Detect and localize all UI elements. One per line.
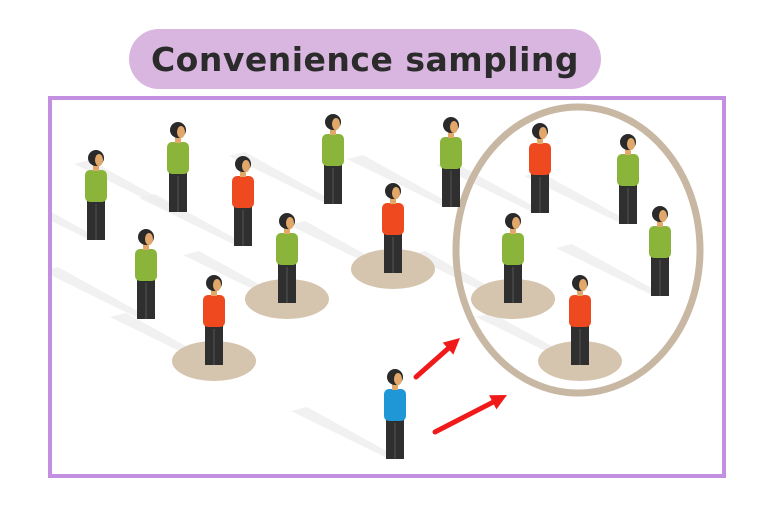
person-face (394, 373, 402, 385)
person-shadow (524, 172, 634, 224)
person-shadow (556, 244, 666, 296)
person-figure-orange (382, 183, 404, 273)
person-torso (135, 249, 157, 281)
crowd-scene (52, 103, 704, 459)
person-figure-green (276, 213, 298, 303)
person-torso (440, 137, 462, 169)
scene-frame (48, 96, 726, 478)
person-face (95, 154, 103, 166)
person-figure-green (167, 122, 189, 212)
person-face (213, 279, 221, 291)
person-shadow (229, 152, 339, 204)
person-torso (85, 170, 107, 202)
person-torso (276, 233, 298, 265)
person-figure-green (322, 114, 344, 204)
person-figure-green (440, 117, 462, 207)
person-torso (382, 203, 404, 235)
person-figure-orange (203, 275, 225, 365)
person-face (450, 121, 458, 133)
person-face (512, 217, 520, 229)
person-torso (322, 134, 344, 166)
person-face (539, 127, 547, 139)
person-torso (649, 226, 671, 258)
person-face (659, 210, 667, 222)
person-neck (448, 132, 454, 138)
person-shadow (139, 194, 249, 246)
person-neck (625, 149, 631, 155)
person-shadow (436, 161, 546, 213)
person-neck (657, 221, 663, 227)
person-figure-blue (384, 369, 406, 459)
person-neck (537, 138, 543, 144)
person-neck (93, 165, 99, 171)
person-shadow (291, 407, 401, 459)
person-neck (284, 228, 290, 234)
person-torso (617, 154, 639, 186)
person-neck (240, 171, 246, 177)
sample-group-ellipse (452, 103, 704, 397)
person-face (242, 160, 250, 172)
person-torso (529, 143, 551, 175)
person-face (579, 279, 587, 291)
person-neck (510, 228, 516, 234)
person-neck (143, 244, 149, 250)
person-figure-green (85, 150, 107, 240)
person-figure-orange (569, 275, 591, 365)
person-torso (167, 142, 189, 174)
person-torso (232, 176, 254, 208)
person-shadow (347, 155, 457, 207)
person-figure-orange (529, 123, 551, 213)
person-shadow (52, 267, 152, 319)
person-torso (569, 295, 591, 327)
person-figure-green (502, 213, 524, 303)
person-figure-green (135, 229, 157, 319)
person-face (145, 233, 153, 245)
person-face (286, 217, 294, 229)
page-title: Convenience sampling (150, 39, 580, 79)
person-face (627, 138, 635, 150)
person-torso (203, 295, 225, 327)
arrow-icon (413, 338, 460, 380)
person-neck (330, 129, 336, 135)
person-figure-green (649, 206, 671, 296)
person-face (392, 187, 400, 199)
person-figure-orange (232, 156, 254, 246)
person-neck (211, 290, 217, 296)
arrow-icon (432, 395, 507, 435)
person-torso (502, 233, 524, 265)
person-torso (384, 389, 406, 421)
person-figure-green (617, 134, 639, 224)
person-neck (577, 290, 583, 296)
person-neck (392, 384, 398, 390)
person-neck (175, 137, 181, 143)
title-banner: Convenience sampling (129, 29, 601, 89)
person-neck (390, 198, 396, 204)
person-face (332, 118, 340, 130)
person-face (177, 126, 185, 138)
